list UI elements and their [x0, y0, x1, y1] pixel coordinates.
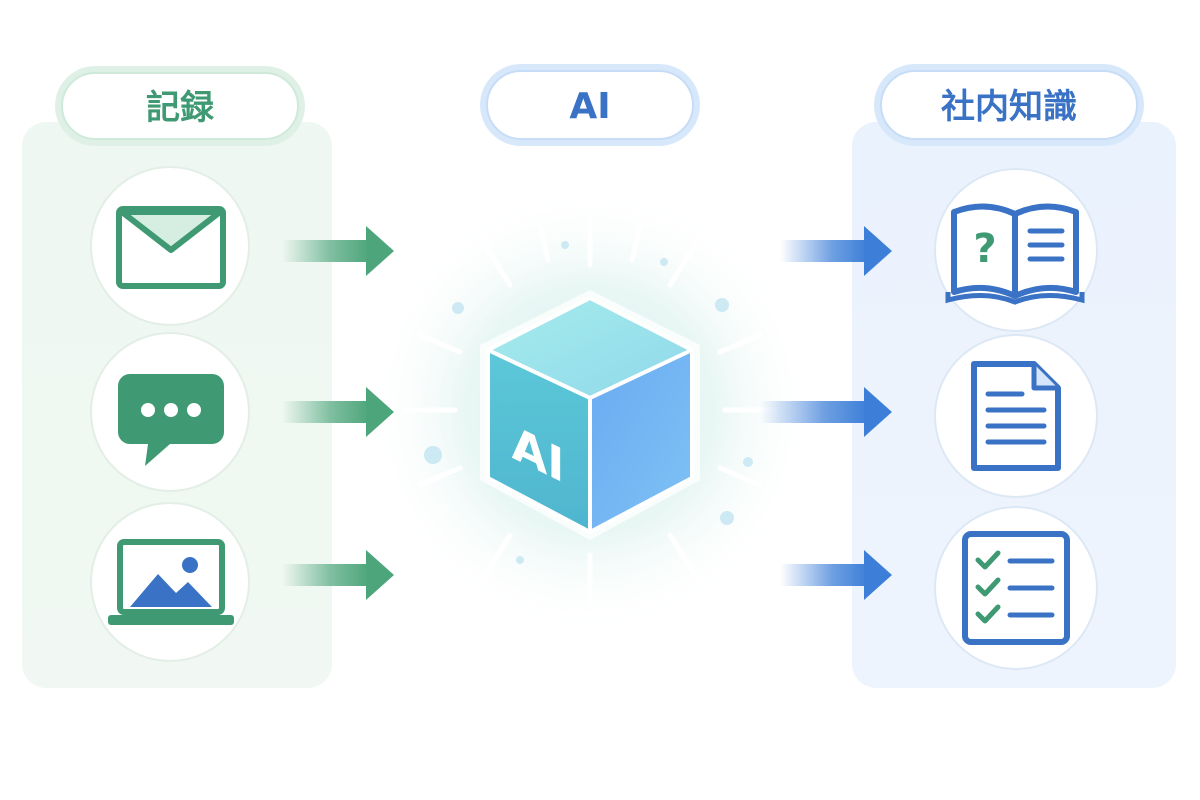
- ai-label: AI: [569, 86, 610, 127]
- knowledge-item-checklist: [934, 506, 1098, 670]
- checklist-icon: [962, 531, 1070, 645]
- mail-icon: [116, 206, 226, 289]
- arrow-ai-to-document: [760, 387, 892, 437]
- knowledge-label: 社内知識: [941, 87, 1077, 127]
- ai-cube: AI: [480, 290, 700, 540]
- ai-rays: [402, 212, 778, 608]
- arrow-chat-to-ai: [282, 387, 394, 437]
- laptop-image-icon: [108, 539, 234, 625]
- chat-bubble-icon: [118, 374, 224, 466]
- knowledge-header: 社内知識: [874, 64, 1144, 146]
- records-header: 記録: [55, 66, 305, 146]
- ai-column: AI: [365, 64, 815, 635]
- records-column: 記録: [22, 66, 332, 688]
- ai-header: AI: [480, 64, 700, 146]
- svg-text:?: ?: [973, 226, 996, 272]
- record-item-mail: [90, 166, 250, 326]
- ai-particles: [424, 241, 753, 564]
- knowledge-column: 社内知識 ?: [852, 64, 1176, 688]
- knowledge-item-book: ?: [934, 168, 1098, 332]
- arrow-image-to-ai: [282, 550, 394, 600]
- output-arrows: [760, 226, 892, 600]
- arrow-ai-to-checklist: [780, 550, 892, 600]
- arrow-ai-to-book: [780, 226, 892, 276]
- record-item-image: [90, 502, 250, 662]
- records-label: 記録: [146, 88, 215, 128]
- book-question-icon: ?: [945, 203, 1085, 305]
- knowledge-item-document: [934, 334, 1098, 498]
- record-item-chat: [90, 332, 250, 492]
- arrow-mail-to-ai: [282, 226, 394, 276]
- input-arrows: [282, 226, 394, 600]
- document-icon: [971, 361, 1061, 471]
